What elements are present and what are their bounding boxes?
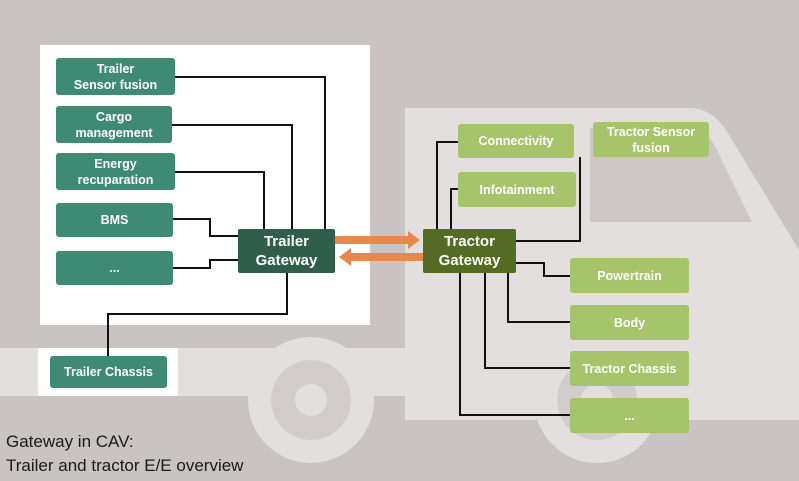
line-tractor-chassis [484,272,570,369]
bms-node: BMS [56,203,173,237]
line-energy-recuparation [175,171,265,230]
arrow-to-tractor [335,231,420,249]
tractor-more-node: ... [570,398,689,433]
caption-line-1: Gateway in CAV: [6,432,134,451]
arrow-to-trailer [339,248,424,266]
line-connectivity [436,141,458,232]
trailer-gateway-node: Trailer Gateway [238,229,335,273]
diagram-caption: Gateway in CAV: Trailer and tractor E/E … [6,430,243,478]
connection-lines [107,76,581,416]
connectivity-node: Connectivity [458,124,574,158]
line-body [507,272,570,323]
tractor-gateway-node: Tractor Gateway [423,229,516,273]
trailer-more-node: ... [56,251,173,285]
line-powertrain [516,262,570,277]
gateway-arrows [335,231,424,266]
cargo-management-node: Cargo management [56,106,172,143]
energy-recuparation-node: Energy recuparation [56,153,175,190]
line-tractor-more [459,272,570,416]
tractor-sensor-fusion-node: Tractor Sensor fusion [593,122,709,157]
line-trailer-sensor-fusion [175,76,326,230]
line-trailer-chassis [107,273,288,356]
caption-line-2: Trailer and tractor E/E overview [6,456,244,475]
trailer-wheel-hub [295,384,327,416]
line-cargo-management [172,124,293,230]
trailer-sensor-fusion-node: Trailer Sensor fusion [56,58,175,95]
line-tractor-sensor-fusion [516,157,581,242]
powertrain-node: Powertrain [570,258,689,293]
trailer-chassis-node: Trailer Chassis [50,356,167,388]
infotainment-node: Infotainment [458,172,576,207]
body-node: Body [570,305,689,340]
line-bms [173,218,238,237]
line-infotainment [450,188,458,232]
tractor-chassis-node: Tractor Chassis [570,351,689,386]
line-trailer-more [173,259,238,269]
